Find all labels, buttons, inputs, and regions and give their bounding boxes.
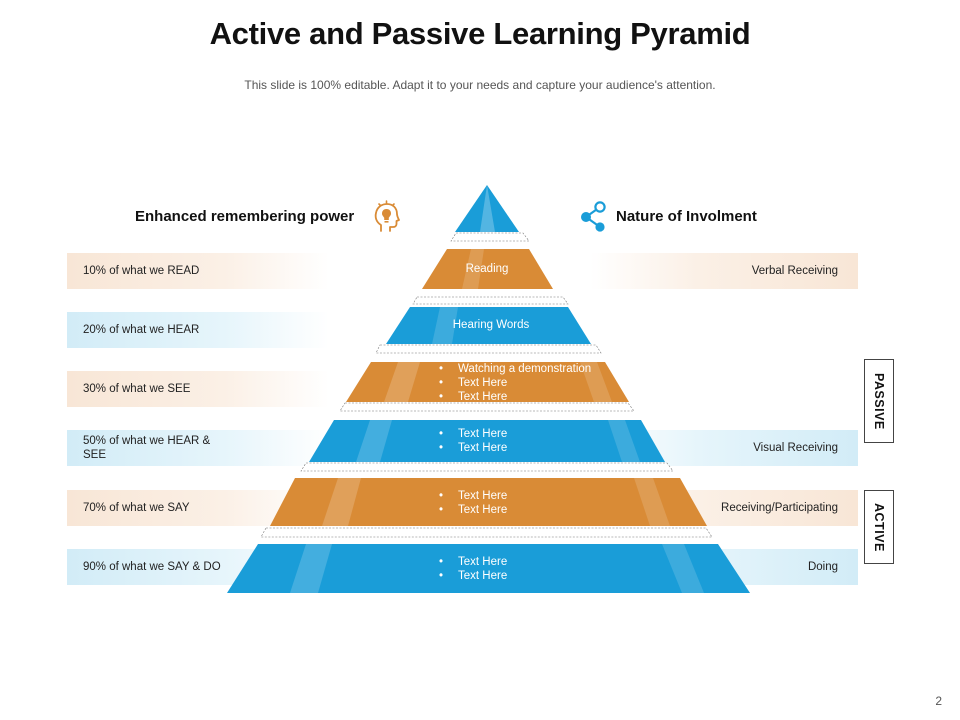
passive-box: PASSIVE <box>864 359 894 443</box>
right-label-text: Receiving/Participating <box>721 502 838 514</box>
left-heading: Enhanced remembering power <box>135 208 355 225</box>
tier-bullet: Text Here <box>439 427 599 441</box>
left-label-row: 50% of what we HEAR & SEE <box>67 430 329 466</box>
pyramid-apex-highlight <box>480 185 495 232</box>
pyramid-band <box>375 344 602 354</box>
tier-bullet: Text Here <box>439 569 599 583</box>
head-lightbulb-icon <box>374 200 400 232</box>
tier-bullet: Text Here <box>439 376 619 390</box>
tier-highlight <box>608 420 640 462</box>
tier-bullet: Watching a demonstration <box>439 362 619 376</box>
tier-highlight <box>462 249 484 289</box>
tier-highlight <box>662 544 704 593</box>
pyramid-band <box>412 296 569 305</box>
right-heading: Nature of Involment <box>616 208 757 225</box>
tier-highlight <box>432 307 458 344</box>
tier-highlight <box>290 544 332 593</box>
left-label-row: 10% of what we READ <box>67 253 329 289</box>
left-label-text: 20% of what we HEAR <box>83 324 200 336</box>
tier-hearing-label: Hearing Words <box>452 319 530 331</box>
pyramid-apex <box>455 185 519 232</box>
share-nodes-icon <box>581 201 606 232</box>
right-label-text: Verbal Receiving <box>751 265 838 277</box>
tier-bullet: Text Here <box>439 441 599 455</box>
left-label-row: 30% of what we SEE <box>67 371 329 407</box>
left-label-row: 20% of what we HEAR <box>67 312 329 348</box>
left-label-text: 70% of what we SAY <box>83 502 190 514</box>
tier-bullet: Text Here <box>439 555 599 569</box>
tier-reading-label: Reading <box>465 263 509 275</box>
pyramid-tier-hearing <box>386 307 591 344</box>
left-label-text: 10% of what we READ <box>83 265 200 277</box>
right-label-text: Visual Receiving <box>753 442 838 454</box>
slide-subtitle: This slide is 100% editable. Adapt it to… <box>244 78 716 92</box>
tier-highlight <box>322 478 361 526</box>
left-label-text: 50% of what we HEAR & SEE <box>83 435 211 461</box>
tier-5-text: Text Here Text Here <box>439 427 599 455</box>
tier-bullet: Text Here <box>439 390 619 404</box>
tier-7-text: Text Here Text Here <box>439 555 599 583</box>
tier-highlight <box>634 478 670 526</box>
left-label-text: 30% of what we SEE <box>83 383 191 395</box>
pyramid-band <box>339 402 635 412</box>
pyramid-tier-reading <box>422 249 553 289</box>
tier-6-text: Text Here Text Here <box>439 489 599 517</box>
tier-bullet: Text Here <box>439 489 599 503</box>
right-label-text: Doing <box>807 561 838 573</box>
slide-title: Active and Passive Learning Pyramid <box>209 16 751 51</box>
tier-bullet: Text Here <box>439 503 599 517</box>
tier-4-text: Watching a demonstration Text Here Text … <box>439 362 619 404</box>
pyramid-band <box>450 232 530 242</box>
pyramid-band <box>260 527 713 538</box>
pyramid-band <box>300 462 674 472</box>
active-box: ACTIVE <box>864 490 894 564</box>
passive-label: PASSIVE <box>872 372 886 430</box>
right-label-row: Verbal Receiving <box>590 253 858 289</box>
page-number: 2 <box>935 694 942 708</box>
tier-highlight <box>384 362 420 402</box>
active-label: ACTIVE <box>872 502 886 552</box>
tier-highlight <box>356 420 392 462</box>
left-label-text: 90% of what we SAY & DO <box>83 561 221 573</box>
